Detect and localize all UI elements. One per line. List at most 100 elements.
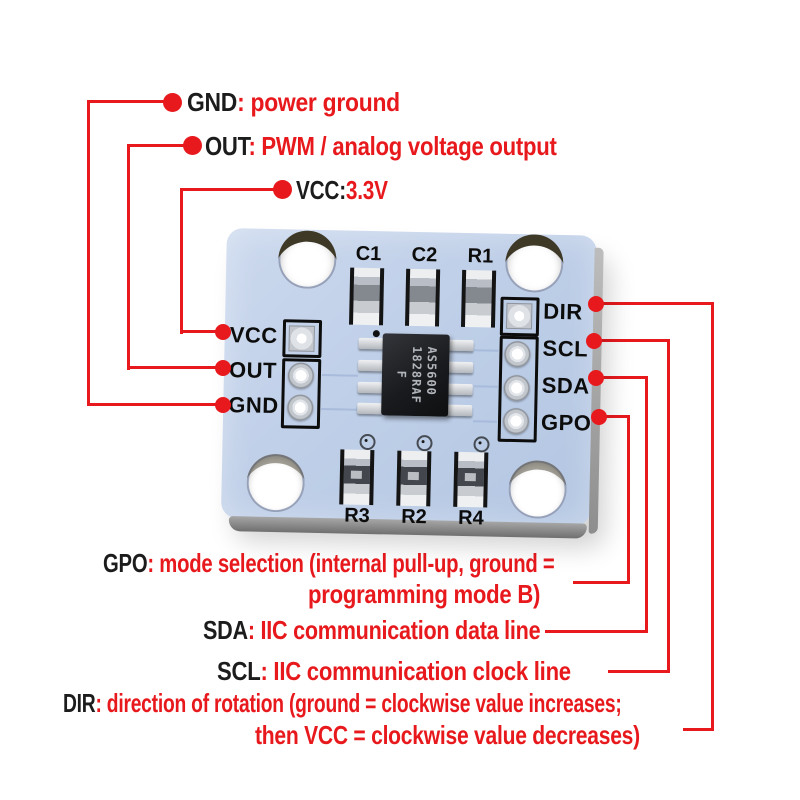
resistor-r3 — [339, 449, 375, 506]
trace — [474, 349, 499, 352]
scl-wire — [598, 339, 670, 342]
chip-marking: AS5600 1828RAF F — [392, 346, 439, 405]
dir-pin-dot — [588, 296, 604, 312]
mounting-hole-bottom-left — [246, 453, 306, 513]
scl-wire — [667, 339, 670, 673]
component-label-c2: C2 — [411, 243, 438, 267]
vcc-wire — [180, 188, 183, 334]
silk-label-sda: SDA — [541, 372, 590, 399]
scl-pin-dot — [586, 333, 602, 349]
via-mark — [359, 433, 376, 451]
gnd-wire — [87, 403, 224, 406]
annotation-gnd: GND: power ground — [187, 87, 400, 117]
trace — [321, 408, 358, 411]
out-wire — [127, 144, 187, 147]
resistor-r4 — [453, 451, 489, 508]
annotation-gnd-desc: : power ground — [237, 87, 400, 117]
annotation-dir: DIR: direction of rotation (ground = clo… — [63, 688, 622, 718]
dir-wire — [600, 302, 714, 305]
sda-pin-dot — [588, 370, 604, 386]
pcb-board: C1 C2 R1 R3 R2 R4 VCC OUT GND DIR SC — [220, 228, 597, 529]
annotation-out: OUT: PWM / analog voltage output — [205, 131, 557, 161]
component-label-r2: R2 — [400, 505, 427, 529]
trace — [321, 374, 358, 377]
chip-marking-line1: AS5600 — [423, 346, 439, 397]
silk-label-gnd: GND — [228, 392, 279, 419]
annotation-scl-desc: : IIC communication clock line — [260, 656, 571, 686]
annotation-dir-line2: then VCC = clockwise value decreases) — [255, 720, 640, 750]
gnd-pin-dot — [215, 397, 231, 413]
silk-label-scl: SCL — [542, 335, 589, 362]
chip-pin — [357, 381, 384, 394]
annotation-dir-desc: : direction of rotation (ground = clockw… — [95, 688, 622, 718]
chip-marking-line3: F — [393, 370, 409, 379]
chip-pin — [357, 402, 384, 415]
chip-marking-line2: 1828RAF — [408, 346, 424, 404]
sda-wire — [645, 376, 648, 633]
via-mark — [416, 435, 433, 452]
annotation-gnd-label: GND — [187, 87, 238, 117]
dir-wire — [711, 302, 714, 731]
silk-label-out: OUT — [228, 357, 278, 384]
gpo-pin-dot — [591, 409, 607, 425]
gpo-wire — [627, 415, 630, 584]
mounting-hole-bottom-right — [507, 459, 568, 520]
annotation-vcc-label: VCC: — [296, 175, 346, 205]
vcc-wire — [180, 330, 224, 333]
annotation-vcc-desc: 3.3V — [345, 175, 388, 205]
dir-pad — [505, 302, 533, 330]
chip-pin — [447, 361, 474, 374]
sda-wire — [545, 630, 648, 633]
gnd-wire — [87, 100, 168, 103]
chip-pin — [358, 337, 385, 350]
out-bullet-dot — [183, 136, 202, 155]
gpo-wire — [603, 415, 630, 418]
chip-pin — [447, 339, 474, 352]
capacitor-c2 — [404, 268, 441, 327]
silk-label-dir: DIR — [543, 298, 583, 325]
mounting-hole-top-right — [504, 233, 564, 294]
chip-pin — [446, 404, 473, 417]
out-wire — [127, 366, 224, 369]
component-label-c1: C1 — [355, 242, 382, 266]
component-label-r1: R1 — [467, 245, 494, 268]
out-pin-dot — [215, 360, 231, 376]
resistor-r1 — [460, 269, 497, 328]
annotation-dir-label: DIR — [63, 688, 96, 718]
chip-pin — [358, 359, 385, 372]
gnd-bullet-dot — [163, 93, 182, 112]
sda-wire — [600, 376, 648, 379]
vcc-bullet-dot — [273, 180, 292, 199]
silk-label-gpo: GPO — [540, 409, 592, 436]
out-wire — [127, 144, 130, 370]
vcc-pad — [288, 325, 315, 352]
vcc-pin-dot — [215, 324, 231, 340]
annotation-scl: SCL: IIC communication clock line — [217, 656, 571, 686]
dir-wire — [683, 728, 714, 731]
annotation-gpo: GPO: mode selection (internal pull-up, g… — [103, 548, 555, 578]
annotation-sda: SDA: IIC communication data line — [203, 615, 541, 645]
annotation-scl-label: SCL — [217, 656, 261, 686]
annotation-gpo-line2: programming mode B) — [308, 579, 541, 609]
annotation-vcc: VCC:3.3V — [296, 175, 388, 205]
trace — [473, 385, 498, 388]
chip-pin — [446, 383, 473, 396]
annotation-out-desc: : PWM / analog voltage output — [248, 131, 557, 161]
via-mark — [473, 436, 490, 453]
scl-wire — [608, 670, 670, 673]
annotation-sda-label: SDA — [203, 615, 248, 645]
resistor-r2 — [396, 450, 432, 507]
vcc-wire — [180, 188, 277, 191]
gnd-wire — [87, 100, 90, 406]
chip-pin1-dot — [372, 330, 380, 338]
capacitor-c1 — [349, 267, 385, 326]
annotation-out-label: OUT — [205, 131, 249, 161]
as5600-chip: AS5600 1828RAF F — [381, 333, 450, 417]
annotation-gpo-label: GPO — [103, 548, 148, 578]
component-label-r4: R4 — [457, 506, 484, 530]
annotation-gpo-desc: : mode selection (internal pull-up, grou… — [147, 548, 555, 578]
annotation-sda-desc: : IIC communication data line — [247, 615, 541, 645]
silk-label-vcc: VCC — [229, 322, 278, 349]
trace — [472, 420, 498, 423]
